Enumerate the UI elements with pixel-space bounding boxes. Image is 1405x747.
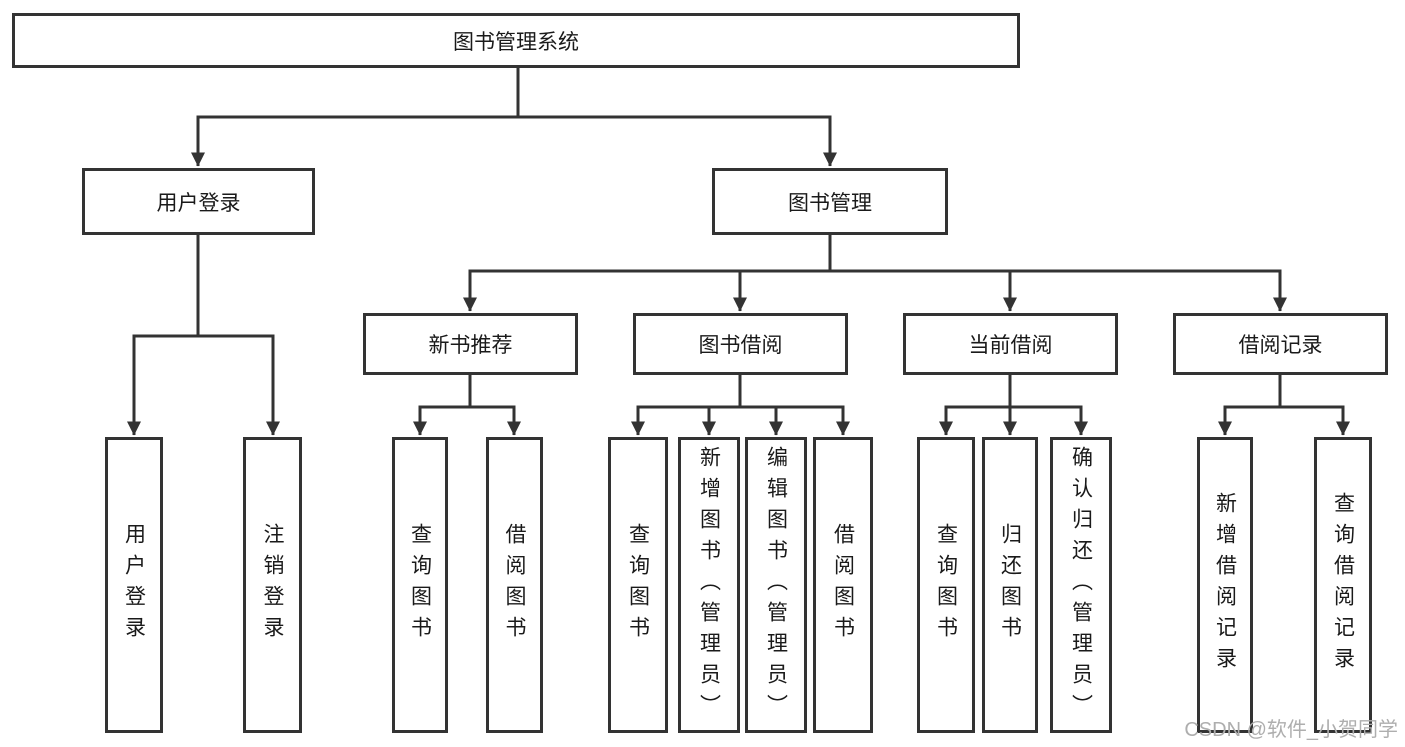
leaf-borrow-books-label: 借阅图书: [831, 523, 855, 647]
node-root-label: 图书管理系统: [453, 30, 579, 54]
leaf-current-query-books: 查询图书: [917, 437, 975, 733]
connector-current-borrow: [939, 375, 1088, 436]
csdn-watermark: CSDN @软件_小贺同学: [1184, 719, 1398, 741]
leaf-confirm-return-admin: 确认归还（管理员）: [1050, 437, 1112, 733]
leaf-return-books: 归还图书: [982, 437, 1038, 733]
leaf-borrow-query-books: 查询图书: [608, 437, 668, 733]
node-book-borrow: 图书借阅: [633, 313, 848, 375]
leaf-recommend-borrow-books-label: 借阅图书: [503, 523, 526, 647]
node-user-login-label: 用户登录: [156, 191, 241, 215]
node-root: 图书管理系统: [12, 13, 1020, 68]
connector-root: [191, 68, 837, 167]
connector-book-management: [463, 235, 1287, 312]
connector-new-book-recommend: [413, 375, 521, 436]
leaf-add-borrow-record-label: 新增借阅记录: [1213, 492, 1237, 678]
leaf-edit-books-admin-label: 编辑图书（管理员）: [764, 445, 788, 725]
node-current-borrow-label: 当前借阅: [968, 334, 1053, 357]
leaf-user-login-label: 用户登录: [122, 523, 146, 647]
leaf-user-login: 用户登录: [105, 437, 163, 733]
leaf-add-borrow-record: 新增借阅记录: [1197, 437, 1253, 733]
connector-book-borrow: [631, 375, 850, 436]
node-book-management: 图书管理: [712, 168, 948, 235]
leaf-logout-label: 注销登录: [261, 523, 284, 647]
leaf-current-query-books-label: 查询图书: [934, 523, 958, 647]
connector-user-login: [127, 235, 280, 436]
node-user-login: 用户登录: [82, 168, 315, 235]
leaf-borrow-books: 借阅图书: [813, 437, 873, 733]
node-borrow-records-label: 借阅记录: [1238, 334, 1323, 357]
leaf-query-borrow-record-label: 查询借阅记录: [1331, 492, 1355, 678]
connector-borrow-records: [1218, 375, 1350, 436]
node-book-management-label: 图书管理: [788, 191, 872, 215]
node-book-borrow-label: 图书借阅: [698, 334, 783, 357]
node-borrow-records: 借阅记录: [1173, 313, 1388, 375]
leaf-query-borrow-record: 查询借阅记录: [1314, 437, 1372, 733]
leaf-edit-books-admin: 编辑图书（管理员）: [745, 437, 807, 733]
node-current-borrow: 当前借阅: [903, 313, 1118, 375]
leaf-borrow-query-books-label: 查询图书: [626, 523, 650, 647]
leaf-confirm-return-admin-label: 确认归还（管理员）: [1069, 445, 1093, 725]
leaf-add-books-admin: 新增图书（管理员）: [678, 437, 740, 733]
leaf-add-books-admin-label: 新增图书（管理员）: [697, 445, 721, 725]
leaf-logout: 注销登录: [243, 437, 302, 733]
node-new-book-recommend-label: 新书推荐: [428, 334, 513, 357]
leaf-recommend-borrow-books: 借阅图书: [486, 437, 543, 733]
leaf-recommend-query-books-label: 查询图书: [408, 523, 432, 647]
node-new-book-recommend: 新书推荐: [363, 313, 578, 375]
leaf-return-books-label: 归还图书: [998, 523, 1022, 647]
leaf-recommend-query-books: 查询图书: [392, 437, 448, 733]
